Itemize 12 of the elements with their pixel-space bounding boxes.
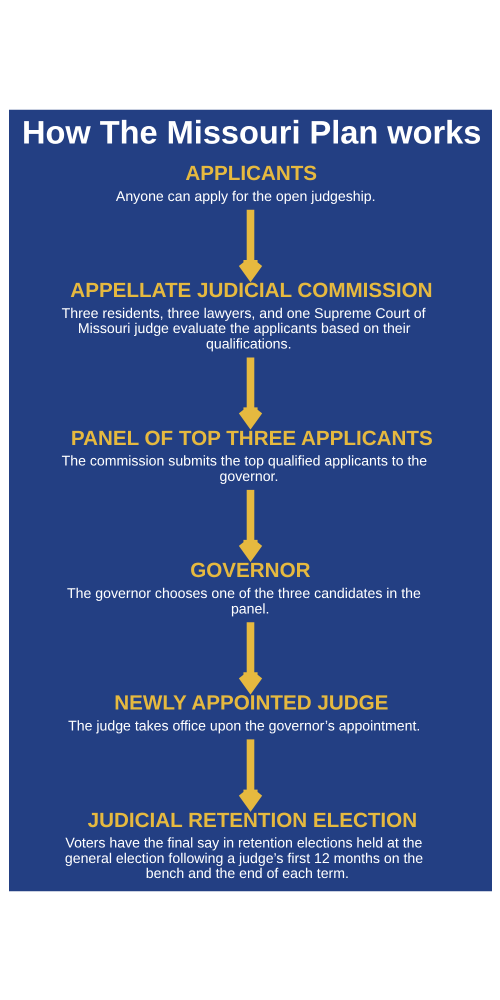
node-text: APPLICANTS Anyone can apply for the open judgeship. (115, 161, 376, 204)
node-text: PANEL OF TOP THREE APPLICANTS The commission submits the top qualified applicants to the governor. (61, 426, 432, 484)
node-text: NEWLY APPOINTED JUDGE The judge takes office upon the governor’s appointment. (68, 691, 420, 733)
node-text: GOVERNOR The governor chooses one of the three candidates in the panel. (66, 558, 420, 616)
arrow (238, 489, 262, 560)
arrow (238, 356, 262, 427)
arrow (238, 738, 262, 809)
arrow (238, 622, 262, 692)
arrow (238, 209, 262, 280)
diagram-title: How The Missouri Plan works (22, 114, 481, 150)
node-text: JUDICIAL RETENTION ELECTION Voters have the final say in retention elections held at the general election following a judge’s first 12 months on the bench and the end of each term. (64, 808, 423, 881)
node-text: APPELLATE JUDICIAL COMMISSION Three residents, three lawyers, and one Supreme Court of Missouri judge evaluate the applicants based on their qualifications. (61, 278, 432, 351)
